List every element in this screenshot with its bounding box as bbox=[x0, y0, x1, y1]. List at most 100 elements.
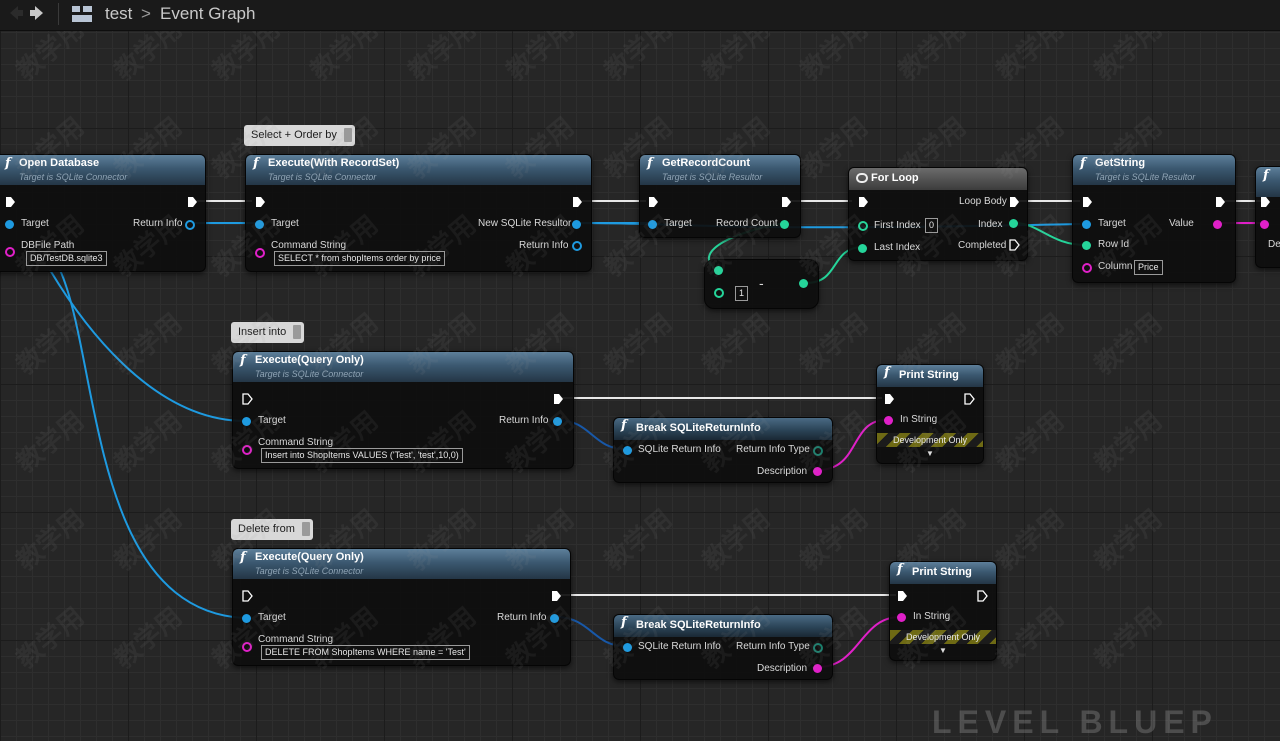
node-execute-query-insert[interactable]: f Execute(Query Only) Target is SQLite C… bbox=[232, 351, 574, 469]
function-icon: f bbox=[1263, 168, 1269, 183]
description-pin[interactable] bbox=[813, 664, 822, 673]
development-only-banner: Development Only bbox=[890, 630, 996, 644]
node-offscreen-partial[interactable]: f De bbox=[1255, 166, 1280, 268]
operand-b-input[interactable]: 1 bbox=[735, 286, 749, 301]
column-input[interactable]: Price bbox=[1134, 260, 1163, 275]
return-info-pin[interactable] bbox=[572, 241, 582, 251]
new-resultor-pin[interactable] bbox=[572, 220, 581, 229]
exec-out-pin-icon[interactable] bbox=[572, 196, 583, 208]
dbfile-path-input[interactable]: DB/TestDB.sqlite3 bbox=[26, 251, 107, 266]
exec-in-pin-icon[interactable] bbox=[858, 196, 869, 208]
expand-chevron-icon[interactable]: ▼ bbox=[939, 646, 947, 655]
exec-in-pin-icon[interactable] bbox=[242, 590, 253, 602]
comment-pin-icon[interactable] bbox=[293, 325, 302, 339]
exec-out-pin-icon[interactable] bbox=[187, 196, 198, 208]
comment-insert[interactable]: Insert into bbox=[231, 322, 305, 343]
exec-out-pin-icon[interactable] bbox=[977, 590, 988, 602]
exec-in-pin-icon[interactable] bbox=[5, 196, 16, 208]
node-open-database[interactable]: f Open Database Target is SQLite Connect… bbox=[0, 154, 206, 272]
exec-out-pin-icon[interactable] bbox=[964, 393, 975, 405]
node-print-string-2[interactable]: f Print String In String Development Onl… bbox=[889, 561, 997, 661]
return-info-type-pin[interactable] bbox=[813, 446, 823, 456]
command-string-pin[interactable] bbox=[242, 642, 252, 652]
return-info-input-pin[interactable] bbox=[623, 643, 632, 652]
last-index-pin[interactable] bbox=[858, 244, 867, 253]
back-arrow-icon[interactable] bbox=[6, 4, 26, 24]
return-info-type-pin[interactable] bbox=[813, 643, 823, 653]
expand-chevron-icon[interactable]: ▼ bbox=[926, 449, 934, 458]
exec-in-pin-icon[interactable] bbox=[884, 393, 895, 405]
node-get-record-count[interactable]: f GetRecordCount Target is SQLite Result… bbox=[639, 154, 801, 238]
target-pin[interactable] bbox=[242, 614, 251, 623]
return-info-pin[interactable] bbox=[185, 220, 195, 230]
target-pin[interactable] bbox=[648, 220, 657, 229]
node-title: GetRecordCount bbox=[662, 157, 750, 169]
node-title: Execute(With RecordSet) bbox=[268, 157, 400, 169]
completed-pin-icon[interactable] bbox=[1009, 239, 1020, 251]
command-string-pin[interactable] bbox=[255, 248, 265, 258]
target-pin[interactable] bbox=[255, 220, 264, 229]
pin-label: Completed bbox=[958, 240, 1007, 251]
exec-out-pin-icon[interactable] bbox=[781, 196, 792, 208]
comment-pin-icon[interactable] bbox=[301, 522, 310, 536]
node-subtitle: Target is SQLite Resultor bbox=[662, 172, 763, 182]
comment-delete[interactable]: Delete from bbox=[231, 519, 313, 540]
in-string-pin[interactable] bbox=[884, 416, 893, 425]
exec-in-pin-icon[interactable] bbox=[1260, 196, 1271, 208]
loop-body-pin-icon[interactable] bbox=[1009, 196, 1020, 208]
pin-label: Return Info Type bbox=[736, 641, 810, 652]
pin-label: Record Count bbox=[716, 218, 778, 229]
command-string-input[interactable]: DELETE FROM ShopItems WHERE name = 'Test… bbox=[261, 645, 470, 660]
node-header: f Execute(Query Only) Target is SQLite C… bbox=[233, 352, 573, 382]
column-pin[interactable] bbox=[1082, 263, 1092, 273]
node-title: Print String bbox=[899, 369, 959, 381]
index-pin[interactable] bbox=[1009, 219, 1018, 228]
exec-in-pin-icon[interactable] bbox=[242, 393, 253, 405]
dbfile-path-pin[interactable] bbox=[5, 247, 15, 257]
result-pin[interactable] bbox=[799, 279, 808, 288]
comment-pin-icon[interactable] bbox=[343, 128, 352, 142]
breadcrumb-blueprint[interactable]: test bbox=[105, 4, 133, 23]
comment-select[interactable]: Select + Order by bbox=[244, 125, 355, 146]
pin-label: Return Info bbox=[499, 415, 549, 426]
function-icon: f bbox=[5, 156, 11, 171]
row-id-pin[interactable] bbox=[1082, 241, 1091, 250]
pin-label: SQLite Return Info bbox=[638, 444, 721, 455]
exec-in-pin-icon[interactable] bbox=[255, 196, 266, 208]
target-pin[interactable] bbox=[5, 220, 14, 229]
description-pin[interactable] bbox=[813, 467, 822, 476]
operand-a-pin[interactable] bbox=[714, 266, 723, 275]
target-pin[interactable] bbox=[1082, 220, 1091, 229]
first-index-input[interactable]: 0 bbox=[925, 218, 939, 233]
node-print-string-1[interactable]: f Print String In String Development Onl… bbox=[876, 364, 984, 464]
exec-out-pin-icon[interactable] bbox=[1215, 196, 1226, 208]
command-string-pin[interactable] bbox=[242, 445, 252, 455]
node-for-loop[interactable]: For Loop Loop Body First Index 0 Index L… bbox=[848, 167, 1028, 261]
return-info-pin[interactable] bbox=[550, 614, 559, 623]
node-subtract[interactable]: 1 - bbox=[704, 259, 819, 309]
value-pin[interactable] bbox=[1213, 220, 1222, 229]
target-pin[interactable] bbox=[242, 417, 251, 426]
exec-in-pin-icon[interactable] bbox=[897, 590, 908, 602]
node-execute-recordset[interactable]: f Execute(With RecordSet) Target is SQLi… bbox=[245, 154, 592, 272]
pin-label: Description bbox=[757, 663, 808, 674]
node-get-string[interactable]: f GetString Target is SQLite Resultor Ta… bbox=[1072, 154, 1236, 283]
forward-arrow-icon[interactable] bbox=[27, 4, 47, 24]
graph-toolbar: test > Event Graph bbox=[0, 0, 1280, 31]
node-break-return-info-2[interactable]: f Break SQLiteReturnInfo SQLite Return I… bbox=[613, 614, 833, 680]
operand-b-pin[interactable] bbox=[714, 288, 724, 298]
node-break-return-info-1[interactable]: f Break SQLiteReturnInfo SQLite Return I… bbox=[613, 417, 833, 483]
string-pin[interactable] bbox=[1260, 220, 1269, 229]
return-info-pin[interactable] bbox=[553, 417, 562, 426]
command-string-input[interactable]: Insert into ShopItems VALUES ('Test', 't… bbox=[261, 448, 463, 463]
node-execute-query-delete[interactable]: f Execute(Query Only) Target is SQLite C… bbox=[232, 548, 571, 666]
exec-in-pin-icon[interactable] bbox=[1082, 196, 1093, 208]
in-string-pin[interactable] bbox=[897, 613, 906, 622]
return-info-input-pin[interactable] bbox=[623, 446, 632, 455]
first-index-pin[interactable] bbox=[858, 221, 868, 231]
exec-out-pin-icon[interactable] bbox=[553, 393, 564, 405]
record-count-pin[interactable] bbox=[780, 220, 789, 229]
exec-in-pin-icon[interactable] bbox=[648, 196, 659, 208]
exec-out-pin-icon[interactable] bbox=[551, 590, 562, 602]
command-string-input[interactable]: SELECT * from shopItems order by price bbox=[274, 251, 445, 266]
